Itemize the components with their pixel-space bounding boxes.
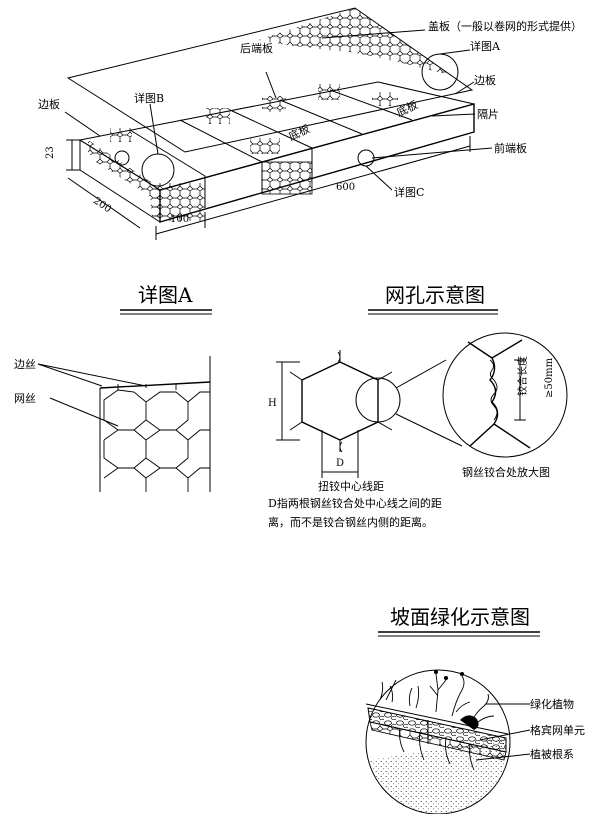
label-twist-center: 扭铰中心线距 [318, 479, 384, 493]
label-d: D [336, 458, 344, 469]
detail-a: 详图A 边丝 网丝 [14, 283, 212, 492]
label-roots: 植被根系 [530, 747, 574, 761]
label-bottom-plate-1: 底板 [286, 121, 312, 143]
front-end-mesh [155, 183, 205, 221]
twisted-wire [467, 339, 531, 449]
label-detail-c-ref: 详图C [394, 185, 424, 199]
label-magnified-caption: 钢丝铰合处放大图 [462, 465, 550, 479]
label-plants: 绿化植物 [530, 697, 574, 711]
detail-a-mesh [99, 356, 211, 492]
detail-b-circle [141, 153, 175, 187]
label-h: H [268, 398, 277, 409]
mesh-magnifier-small [355, 377, 401, 423]
label-bottom-plate-2: 底板 [394, 97, 420, 119]
cover-mesh-hatch [258, 8, 452, 76]
label-gabion-unit: 格宾网单元 [530, 723, 585, 737]
slope-soil [370, 738, 509, 814]
top-mesh-patch-4 [318, 84, 340, 100]
label-divider: 隔片 [477, 108, 499, 121]
slope-gabion-layer-2 [369, 721, 507, 761]
slope-plants [379, 670, 495, 730]
label-twist-length: 铰合长度 [516, 356, 529, 396]
slope-diagram: 坡面绿化示意图 绿化植物 格宾网单元 植被根系 [365, 605, 585, 814]
dim-height: 23 [45, 146, 56, 159]
label-side-plate-left: 边板 [38, 97, 60, 111]
divider-lines [129, 89, 413, 208]
label-rear-end-plate: 后端板 [240, 41, 273, 55]
mesh-hexagon [301, 361, 379, 441]
mesh-diagram-title: 网孔示意图 [385, 283, 485, 307]
dim-width: 200 [91, 195, 113, 215]
label-detail-a-ref: 详图A [470, 39, 501, 53]
left-side-hatch [88, 140, 160, 220]
label-mesh-wire: 网丝 [14, 392, 36, 405]
top-mesh-patch-3 [262, 96, 286, 112]
note-line-2: 离，而不是铰合钢丝内侧的距离。 [268, 515, 433, 529]
note-line-1: D指两根钢丝铰合处中心线之间的距 [268, 496, 442, 510]
slope-diagram-title: 坡面绿化示意图 [390, 605, 530, 629]
top-mesh-patch-5 [372, 92, 398, 106]
label-cover-plate: 盖板（一般以卷网的形式提供） [428, 19, 582, 33]
dim-unit-length: 100 [170, 214, 189, 225]
top-mesh-patch-6 [250, 138, 280, 154]
slope-circle [365, 669, 511, 814]
divider-mesh [261, 161, 313, 195]
label-twist-min: ≥50mm [544, 357, 555, 398]
label-side-plate-right: 边板 [474, 73, 496, 87]
label-edge-wire: 边丝 [14, 358, 36, 371]
slope-roots [399, 727, 475, 771]
detail-a-title: 详图A [138, 283, 193, 307]
mesh-magnifier-large [442, 332, 568, 458]
label-detail-b-ref: 详图B [134, 91, 164, 105]
left-small-circle [114, 150, 130, 166]
gabion-box: 盖板（一般以卷网的形式提供） 后端板 详图A 边板 隔片 前端板 边板 详图B … [38, 7, 582, 240]
top-mesh-patch-2 [206, 108, 230, 124]
dim-total-length: 600 [336, 182, 355, 193]
mesh-diagram: 网孔示意图 H D 铰合长度 ≥50mm 钢丝铰合处放大图 扭铰中心线距 D指两… [268, 283, 568, 529]
label-front-end-plate: 前端板 [494, 141, 527, 155]
top-mesh-patch-1 [110, 128, 132, 142]
